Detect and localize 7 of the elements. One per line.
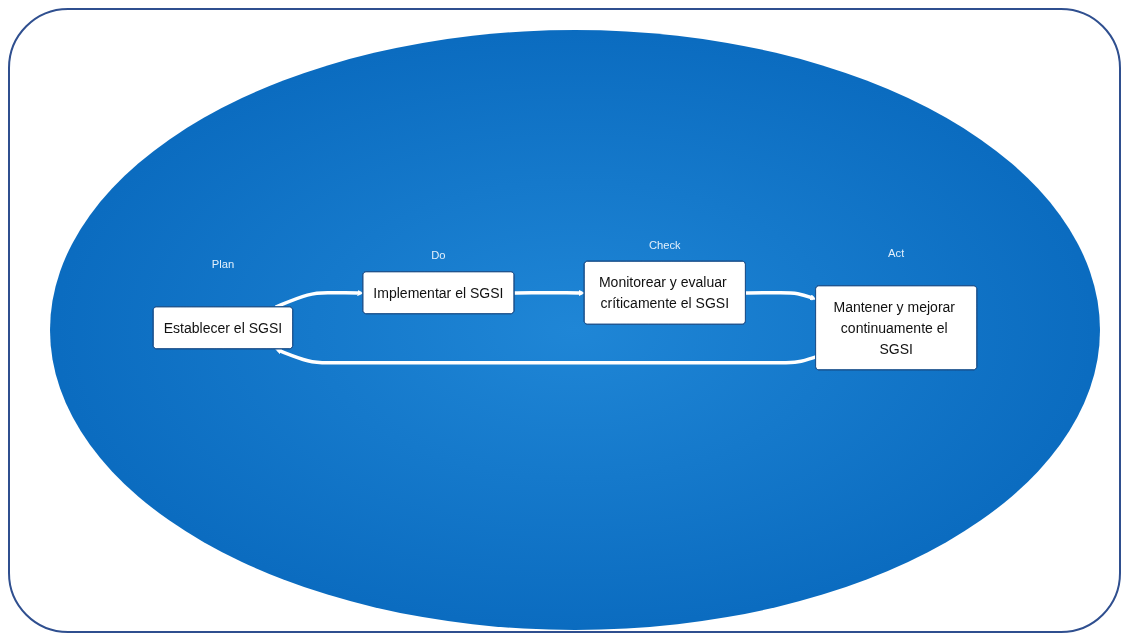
node-label: Act bbox=[888, 247, 905, 260]
node-label: Plan bbox=[211, 258, 235, 271]
node-label: Check bbox=[648, 238, 681, 251]
arrow bbox=[745, 291, 817, 301]
arrow bbox=[275, 348, 817, 365]
arrow bbox=[514, 289, 585, 297]
node-label: Do bbox=[431, 249, 446, 262]
